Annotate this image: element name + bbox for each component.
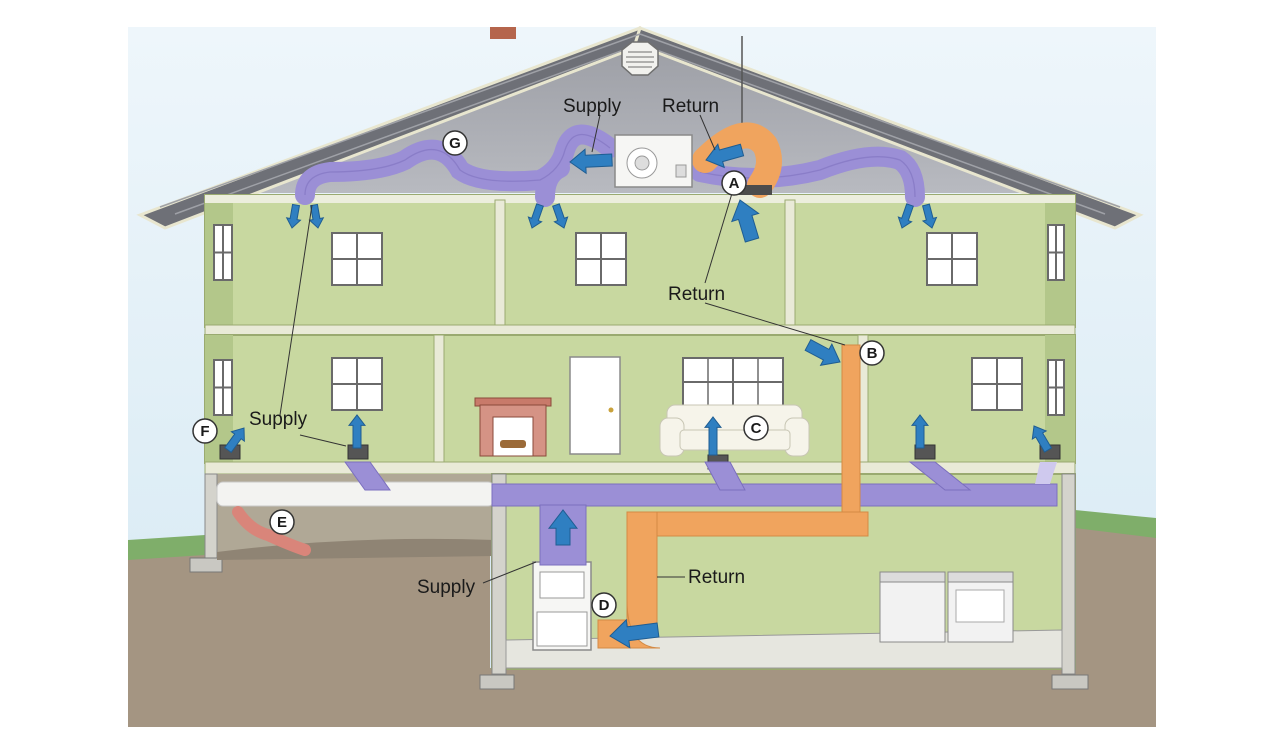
wall-divider-2f-a bbox=[495, 200, 505, 327]
window-icon bbox=[332, 233, 382, 285]
window-icon bbox=[214, 225, 232, 280]
chimney bbox=[490, 27, 516, 39]
ground-bottom bbox=[128, 668, 1156, 727]
marker-label: C bbox=[751, 420, 762, 437]
fireplace-icon bbox=[475, 398, 551, 456]
marker-label: E bbox=[277, 514, 287, 531]
marker-g: G bbox=[443, 131, 467, 155]
sofa-icon bbox=[660, 405, 809, 456]
window-icon bbox=[683, 358, 783, 406]
floor-slab-1 bbox=[205, 325, 1075, 335]
label-supply-attic: Supply bbox=[563, 96, 622, 117]
wall-divider-2f-b bbox=[785, 200, 795, 327]
marker-label: B bbox=[867, 345, 878, 362]
window-icon bbox=[1048, 225, 1064, 280]
label-return-attic: Return bbox=[662, 96, 719, 117]
footing-left bbox=[190, 558, 222, 572]
marker-label: D bbox=[599, 597, 610, 614]
marker-d: D bbox=[592, 593, 616, 617]
furnace-icon bbox=[533, 562, 591, 650]
window-icon bbox=[576, 233, 626, 285]
marker-f: F bbox=[193, 419, 217, 443]
dryer-icon bbox=[948, 572, 1013, 642]
ceiling-strip-2f bbox=[205, 195, 1075, 203]
label-return-basement: Return bbox=[688, 567, 745, 588]
marker-c: C bbox=[744, 416, 768, 440]
wall-divider-1f-a bbox=[434, 335, 444, 463]
footing-right bbox=[1052, 675, 1088, 689]
window-icon bbox=[1048, 360, 1064, 415]
interior-door bbox=[570, 357, 620, 454]
label-return-second-floor: Return bbox=[668, 284, 725, 305]
marker-a: A bbox=[722, 171, 746, 195]
window-icon bbox=[927, 233, 977, 285]
attic-air-handler-icon bbox=[615, 135, 692, 187]
marker-label: G bbox=[449, 135, 461, 152]
footing-mid bbox=[480, 675, 514, 689]
label-supply-basement: Supply bbox=[417, 577, 476, 598]
washer-icon bbox=[880, 572, 945, 642]
marker-b: B bbox=[860, 341, 884, 365]
window-icon bbox=[972, 358, 1022, 410]
attic-vent-icon bbox=[622, 42, 658, 75]
marker-label: F bbox=[200, 423, 209, 440]
insulation bbox=[217, 482, 494, 506]
window-icon bbox=[332, 358, 382, 410]
marker-label: A bbox=[729, 175, 740, 192]
marker-e: E bbox=[270, 510, 294, 534]
label-supply-first-floor: Supply bbox=[249, 409, 308, 430]
window-icon bbox=[214, 360, 232, 415]
